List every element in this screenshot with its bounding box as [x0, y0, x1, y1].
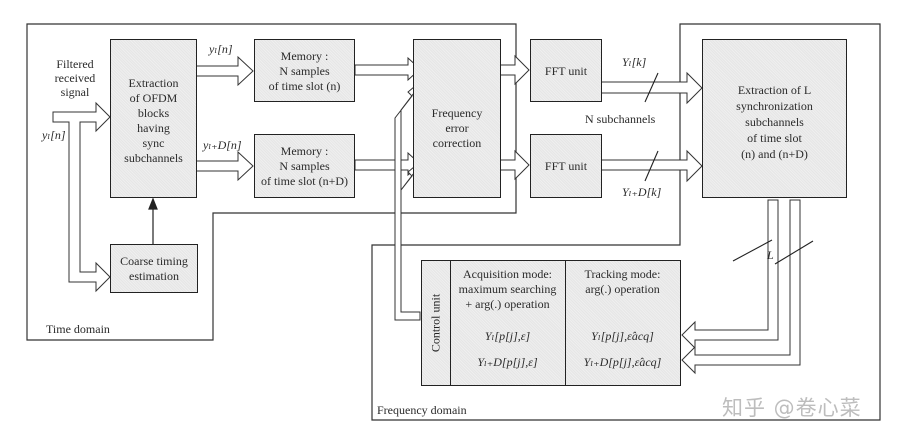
extraction-sync-line: Extraction of L — [737, 83, 812, 97]
tracking-mode-cell: Tracking mode: arg(.) operation Yₗ[p[j],… — [565, 261, 680, 385]
yl-n-label: yₗ[n] — [209, 42, 233, 56]
arrow-extraction-to-tracking-bottom — [681, 199, 801, 375]
input-label: Filtered received signal — [50, 57, 100, 99]
Yld-k-label: Yₗ₊D[k] — [622, 185, 662, 199]
extraction-ofdm-line: subchannels — [124, 151, 183, 165]
tracking-formula-1: Yₗ[p[j],ε̂acq] — [591, 329, 654, 343]
acquisition-mode-cell: Acquisition mode: maximum searching + ar… — [450, 261, 566, 385]
extraction-sync-line: subchannels — [745, 115, 804, 129]
fft-top-block: FFT unit — [530, 39, 602, 102]
arrow-yl-to-memory — [195, 55, 254, 87]
extraction-ofdm-line: Extraction — [128, 76, 179, 90]
memory-n-line: of time slot (n) — [268, 79, 341, 93]
frequency-correction-block: Frequency error correction — [413, 39, 501, 198]
acquisition-formula-1: Yₗ[p[j],ε] — [484, 329, 531, 343]
memory-nd-line: Memory : — [280, 144, 329, 158]
arrow-memory-to-mixer-top — [354, 56, 421, 82]
input-arrow — [52, 101, 111, 293]
arrow-extraction-to-tracking-top — [681, 199, 779, 350]
memory-nd-line: of time slot (n+D) — [260, 174, 349, 188]
acquisition-line: + arg(.) operation — [465, 297, 550, 311]
watermark: 知乎 @卷心菜 — [722, 396, 862, 420]
input-label-line: Filtered — [56, 57, 94, 71]
extraction-sync-line: (n) and (n+D) — [741, 147, 808, 161]
extraction-sync-line: of time slot — [747, 131, 802, 145]
acquisition-line: maximum searching — [458, 282, 557, 296]
tracking-formula-2: Yₗ₊D[p[j],ε̂acq] — [583, 355, 662, 369]
extraction-ofdm-line: of OFDM — [129, 91, 178, 105]
coarse-timing-line: Coarse timing — [120, 254, 188, 268]
extraction-sync-block: Extraction of L synchronization subchann… — [702, 39, 847, 198]
extraction-ofdm-block: Extraction of OFDM blocks having sync su… — [110, 39, 197, 198]
control-unit-label: Control unit — [428, 293, 443, 353]
input-label-line: signal — [60, 85, 90, 99]
input-signal-label: yₗ[n] — [42, 128, 66, 142]
extraction-sync-line: synchronization — [736, 99, 813, 113]
arrow-control-to-mixers — [394, 80, 421, 321]
Yl-k-label: Yₗ[k] — [622, 55, 647, 69]
bus-slash-L-left — [732, 239, 773, 262]
time-domain-label: Time domain — [46, 322, 110, 336]
time-domain-region — [26, 23, 517, 341]
fft-top-label: FFT unit — [544, 64, 588, 78]
L-bus-label: L — [767, 248, 774, 262]
memory-nd-line: N samples — [279, 159, 330, 173]
acquisition-line: Acquisition mode: — [463, 267, 552, 281]
coarse-timing-arrowhead — [148, 197, 158, 210]
n-subchannels-label: N subchannels — [585, 112, 656, 126]
bus-slash-L-right — [774, 240, 814, 265]
bus-slash-top — [644, 72, 659, 103]
coarse-timing-block: Coarse timing estimation — [110, 244, 198, 293]
acquisition-formula-2: Yₗ₊D[p[j],ε] — [477, 355, 538, 369]
freq-correction-line: correction — [432, 136, 482, 150]
fft-bottom-label: FFT unit — [544, 159, 588, 173]
freq-correction-line: error — [445, 121, 469, 135]
freq-correction-line: Frequency — [431, 106, 483, 120]
memory-n-line: N samples — [279, 64, 330, 78]
memory-n-block: Memory : N samples of time slot (n) — [254, 39, 355, 102]
control-panel: Control unit Acquisition mode: maximum s… — [421, 260, 681, 386]
extraction-ofdm-line: blocks — [137, 106, 170, 120]
tracking-line: Tracking mode: — [584, 267, 661, 281]
bus-slash-bottom — [644, 150, 659, 182]
arrow-yld-to-memory — [195, 150, 254, 182]
extraction-ofdm-line: sync — [142, 136, 165, 150]
input-label-line: received — [54, 71, 96, 85]
tracking-line: arg(.) operation — [585, 282, 660, 296]
fft-bottom-block: FFT unit — [530, 134, 602, 198]
memory-n-line: Memory : — [280, 49, 329, 63]
control-unit-cell: Control unit — [422, 261, 451, 385]
yld-n-label: yₗ₊D[n] — [203, 138, 242, 152]
memory-nd-block: Memory : N samples of time slot (n+D) — [254, 134, 355, 198]
extraction-ofdm-line: having — [137, 121, 170, 135]
coarse-timing-line: estimation — [129, 269, 179, 283]
frequency-domain-label: Frequency domain — [377, 403, 467, 417]
